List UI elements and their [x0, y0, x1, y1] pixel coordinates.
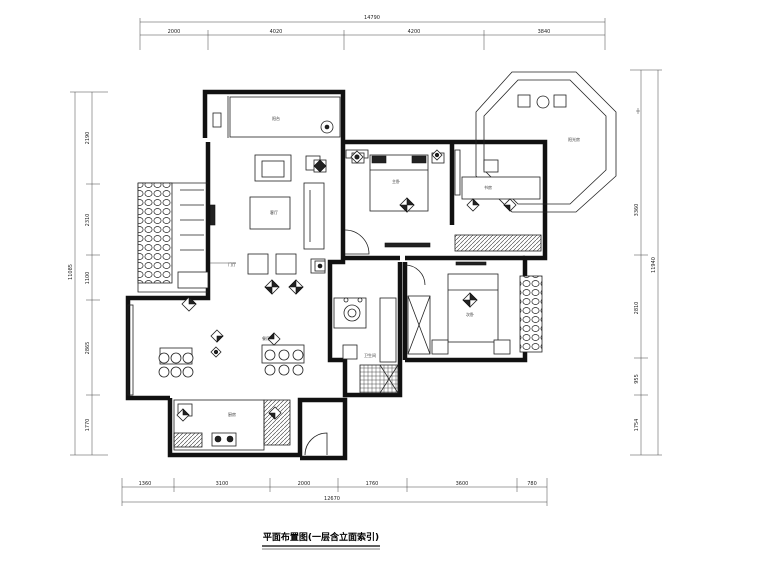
- stone-feature-wall: [137, 182, 173, 284]
- room-label-bedroom: 次卧: [466, 311, 474, 317]
- armchair-icon: [275, 253, 297, 275]
- top-dimension-3: 4200: [408, 29, 421, 35]
- elevation-marker-icon: [313, 159, 327, 173]
- shoe-cabinet-icon: [177, 271, 209, 289]
- room-label-balcony: 阳台: [272, 115, 280, 121]
- room-label-dining-room: 餐厅: [262, 335, 270, 341]
- bottom-dimension-1: 1360: [139, 481, 152, 487]
- bottom-dimension-line: 1360 3100 2000 1760 3600 780 12670: [121, 478, 548, 506]
- top-dimension-1: 2000: [168, 29, 181, 35]
- long-sofa-icon: [303, 182, 325, 250]
- elevation-marker-icon: [176, 408, 190, 422]
- top-dimension-line: 14790 2000 4020 4200 3840: [139, 15, 606, 50]
- dining-room: 餐厅: [127, 304, 305, 396]
- top-total-dimension: 14790: [364, 15, 380, 21]
- bottom-dimension-5: 3600: [456, 481, 469, 487]
- bottom-total-dimension: 12670: [324, 496, 340, 502]
- wardrobe-icon: [384, 242, 431, 248]
- shower-drain-icon: [359, 364, 399, 394]
- elevation-marker-icon: [399, 197, 415, 213]
- armchair-icon: [517, 94, 531, 108]
- right-dimension-3: 955: [634, 374, 640, 384]
- desk-icon: [461, 176, 541, 200]
- walls: [125, 89, 548, 461]
- elevation-marker-icon: [210, 346, 222, 358]
- elevation-marker-icon: [466, 198, 480, 212]
- bottom-dimension-4: 1760: [366, 481, 379, 487]
- room-label-study: 书房: [484, 184, 492, 190]
- room-label-master-bedroom: 主卧: [392, 178, 400, 184]
- armchair-icon: [247, 253, 269, 275]
- room-label-sunroom: 阳光房: [568, 136, 580, 142]
- wardrobe-icon: [407, 295, 431, 355]
- bookshelf-icon: [454, 234, 542, 252]
- study: 书房: [454, 149, 542, 252]
- pantry-cabinet-icon: [263, 399, 291, 446]
- bottom-dimension-3: 2000: [298, 481, 311, 487]
- sunroom-octagon: 阳光房: [475, 71, 617, 213]
- elevation-marker-icon: [350, 150, 364, 164]
- elevation-marker-icon: [431, 149, 443, 161]
- right-dimension-1: 3360: [634, 204, 640, 217]
- nightstand-icon: [431, 339, 449, 355]
- elevation-marker-icon: [462, 292, 478, 308]
- elevation-index-markers: [176, 149, 517, 422]
- plant-icon: [212, 112, 222, 128]
- stair-area: [137, 182, 216, 289]
- elevation-marker-icon: [267, 332, 281, 346]
- left-total-dimension: 11085: [68, 264, 74, 280]
- room-label-living-room: 客厅: [270, 209, 278, 215]
- office-chair-icon: [483, 159, 499, 173]
- armchair-icon: [553, 94, 567, 108]
- drawing-title-block: 平面布置图(一层含立面索引): [262, 531, 380, 550]
- second-bedroom: 次卧: [404, 261, 543, 355]
- elevation-marker-icon: [503, 198, 517, 212]
- room-label-kitchen: 厨房: [228, 411, 236, 417]
- top-dimension-2: 4020: [270, 29, 283, 35]
- elevation-marker-icon: [181, 296, 197, 312]
- toilet-icon: [342, 344, 358, 360]
- bay-window-icon: [519, 275, 543, 353]
- elevation-marker-icon: [264, 279, 280, 295]
- elevation-marker-icon: [314, 260, 326, 272]
- left-dimension-line: 11085 2190 2310 1100 2865 1770: [68, 91, 108, 456]
- left-dimension-2: 2310: [85, 214, 91, 227]
- elevation-marker-icon: [288, 279, 304, 295]
- top-dimension-4: 3840: [538, 29, 551, 35]
- left-dimension-4: 2865: [85, 342, 91, 355]
- bathroom: 卫生间: [333, 297, 399, 394]
- room-label-bathroom: 卫生间: [364, 352, 376, 358]
- top-balcony: 阳台: [212, 96, 341, 138]
- left-dimension-5: 1770: [85, 419, 91, 432]
- room-label-entrance: 门厅: [228, 261, 236, 267]
- bottom-dimension-2: 3100: [216, 481, 229, 487]
- bed-icon: [447, 273, 499, 343]
- bottom-dimension-6: 780: [527, 481, 537, 487]
- elevation-marker-icon: [268, 406, 282, 420]
- kitchen: 厨房: [173, 399, 328, 456]
- round-table-icon: [536, 95, 550, 109]
- right-dimension-line: 3360 2810 955 1754 11940: [630, 69, 662, 456]
- master-bedroom: 主卧: [344, 152, 445, 255]
- left-dimension-3: 1100: [85, 272, 91, 285]
- nightstand-icon: [493, 339, 511, 355]
- double-bed-icon: [369, 154, 429, 212]
- right-dimension-2: 2810: [634, 302, 640, 315]
- elevation-marker-icon: [210, 329, 224, 343]
- washbasin-icon: [343, 304, 361, 322]
- left-dimension-1: 2190: [85, 132, 91, 145]
- coffee-table-icon: [249, 196, 291, 230]
- right-dimension-4: 1754: [634, 419, 640, 432]
- right-total-dimension: 11940: [651, 257, 657, 273]
- drawing-title: 平面布置图(一层含立面索引): [263, 531, 379, 543]
